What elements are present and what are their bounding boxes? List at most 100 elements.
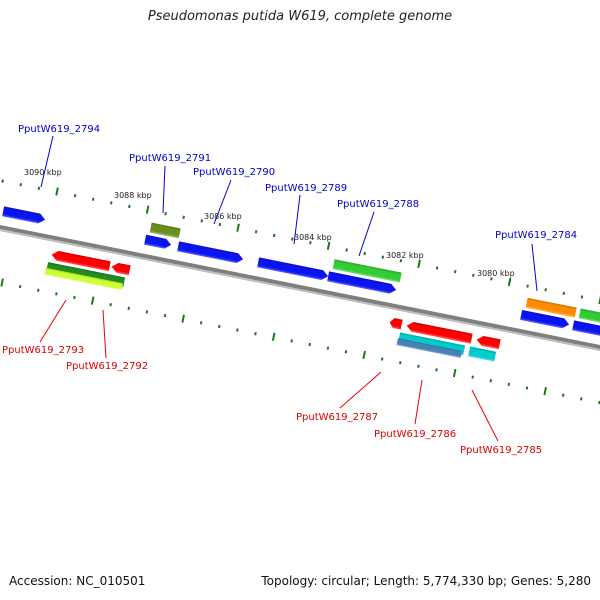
leader-line-2785 [471, 389, 499, 442]
rev-cds-2785-shading [476, 335, 501, 350]
tick-major [417, 259, 421, 269]
tick-minor [291, 237, 294, 241]
tick-minor [544, 288, 547, 292]
tick-minor [254, 230, 258, 234]
rev-gene-2785-shading [468, 346, 497, 362]
tick-major [452, 368, 457, 378]
tick-minor [127, 306, 131, 311]
gene-label-2790[interactable]: PputW619_2790 [193, 167, 275, 178]
map-title: Pseudomonas putida W619, complete genome [147, 9, 453, 24]
fwd-gene-2784-shading [525, 297, 577, 318]
gene-label-2785[interactable]: PputW619_2785 [460, 445, 542, 456]
gene-label-2789[interactable]: PputW619_2789 [265, 183, 347, 194]
tick-minor [580, 295, 584, 299]
tick-minor [200, 219, 204, 223]
gene-label-2793[interactable]: PputW619_2793 [2, 345, 84, 356]
tick-minor [18, 284, 22, 289]
tick-minor [182, 215, 185, 220]
leader-line-2791 [162, 165, 166, 214]
tick-minor [218, 222, 222, 227]
fwd-gene-2783-shading [578, 308, 600, 332]
tick-minor [399, 259, 403, 263]
tick-minor [435, 368, 438, 372]
tick-minor [490, 277, 493, 281]
tick-minor [309, 241, 312, 245]
scale-label-3084: 3084 kbp [294, 233, 332, 242]
fwd-cds-2791-shading [144, 234, 172, 249]
tick-minor [145, 310, 149, 314]
tick-minor [199, 321, 203, 325]
tick-major [362, 350, 366, 360]
scale-ticks-lower [0, 278, 600, 405]
tick-minor [128, 204, 131, 209]
tick-minor [580, 397, 583, 401]
tick-minor [471, 375, 474, 379]
gene-label-2791[interactable]: PputW619_2791 [129, 153, 211, 164]
tick-minor [453, 269, 457, 274]
genome-backbone [0, 221, 600, 359]
tick-minor [73, 193, 77, 198]
tick-minor [1, 179, 4, 183]
leader-line-2788 [358, 211, 375, 257]
tick-minor [91, 197, 95, 201]
tick-minor [363, 251, 366, 256]
fwd-cds-2788-shading [327, 271, 397, 294]
rev-cds-2792-shading [111, 262, 131, 276]
leader-line-2786 [414, 379, 423, 425]
scale-ticks-upper [1, 179, 600, 305]
tick-major [181, 314, 185, 323]
tick-minor [236, 328, 239, 332]
fwd-cds-2794-shading [2, 206, 46, 224]
fwd-cds-2789-shading [257, 257, 329, 281]
tick-minor [417, 364, 420, 368]
genome-summary-text: Topology: circular; Length: 5,774,330 bp… [261, 574, 591, 588]
leader-line-2784 [531, 243, 538, 292]
tick-minor [218, 324, 221, 329]
leader-line-2792 [102, 309, 107, 359]
fwd-gene-2791-shading [149, 222, 181, 239]
gene-label-2784[interactable]: PputW619_2784 [495, 230, 577, 241]
rev-cds-2793-shading [51, 250, 111, 272]
tick-minor [435, 266, 439, 270]
gene-label-2787[interactable]: PputW619_2787 [296, 412, 378, 423]
tick-major [271, 332, 276, 341]
gene-label-2788[interactable]: PputW619_2788 [337, 199, 419, 210]
leader-line-2789 [293, 194, 301, 245]
tick-minor [19, 183, 23, 187]
tick-minor [526, 284, 529, 288]
tick-minor [55, 292, 58, 296]
tick-minor [472, 273, 475, 277]
tick-minor [598, 400, 600, 405]
tick-minor [110, 201, 113, 205]
tick-major [145, 205, 150, 214]
tick-minor [345, 248, 348, 252]
gene-label-2786[interactable]: PputW619_2786 [374, 429, 456, 440]
tick-minor [37, 186, 41, 191]
tick-minor [525, 386, 529, 390]
tick-minor [344, 350, 348, 354]
tick-minor [489, 379, 493, 383]
leader-line-2790 [213, 179, 232, 225]
tick-major [0, 278, 4, 287]
gene-label-2792[interactable]: PputW619_2792 [66, 361, 148, 372]
fwd-gene-2788-shading [332, 259, 402, 283]
scale-label-3080: 3080 kbp [477, 269, 515, 278]
rev-misc-2792-shading [102, 279, 123, 291]
rev-cds-2786-shading [406, 321, 473, 344]
scale-label-3088: 3088 kbp [114, 191, 152, 200]
tick-minor [561, 393, 565, 397]
scale-label-3086: 3086 kbp [204, 212, 242, 221]
tick-major [598, 295, 600, 305]
tick-minor [381, 255, 385, 259]
tick-minor [380, 357, 384, 361]
gene-label-2794[interactable]: PputW619_2794 [18, 124, 100, 135]
tick-minor [399, 360, 402, 365]
leader-line-2793 [39, 299, 67, 343]
tick-minor [109, 303, 112, 307]
tick-major [236, 223, 240, 232]
scale-label-3090: 3090 kbp [24, 168, 62, 177]
rev-cds-2787-shading [389, 318, 403, 330]
tick-minor [73, 295, 76, 300]
tick-minor [164, 212, 167, 216]
